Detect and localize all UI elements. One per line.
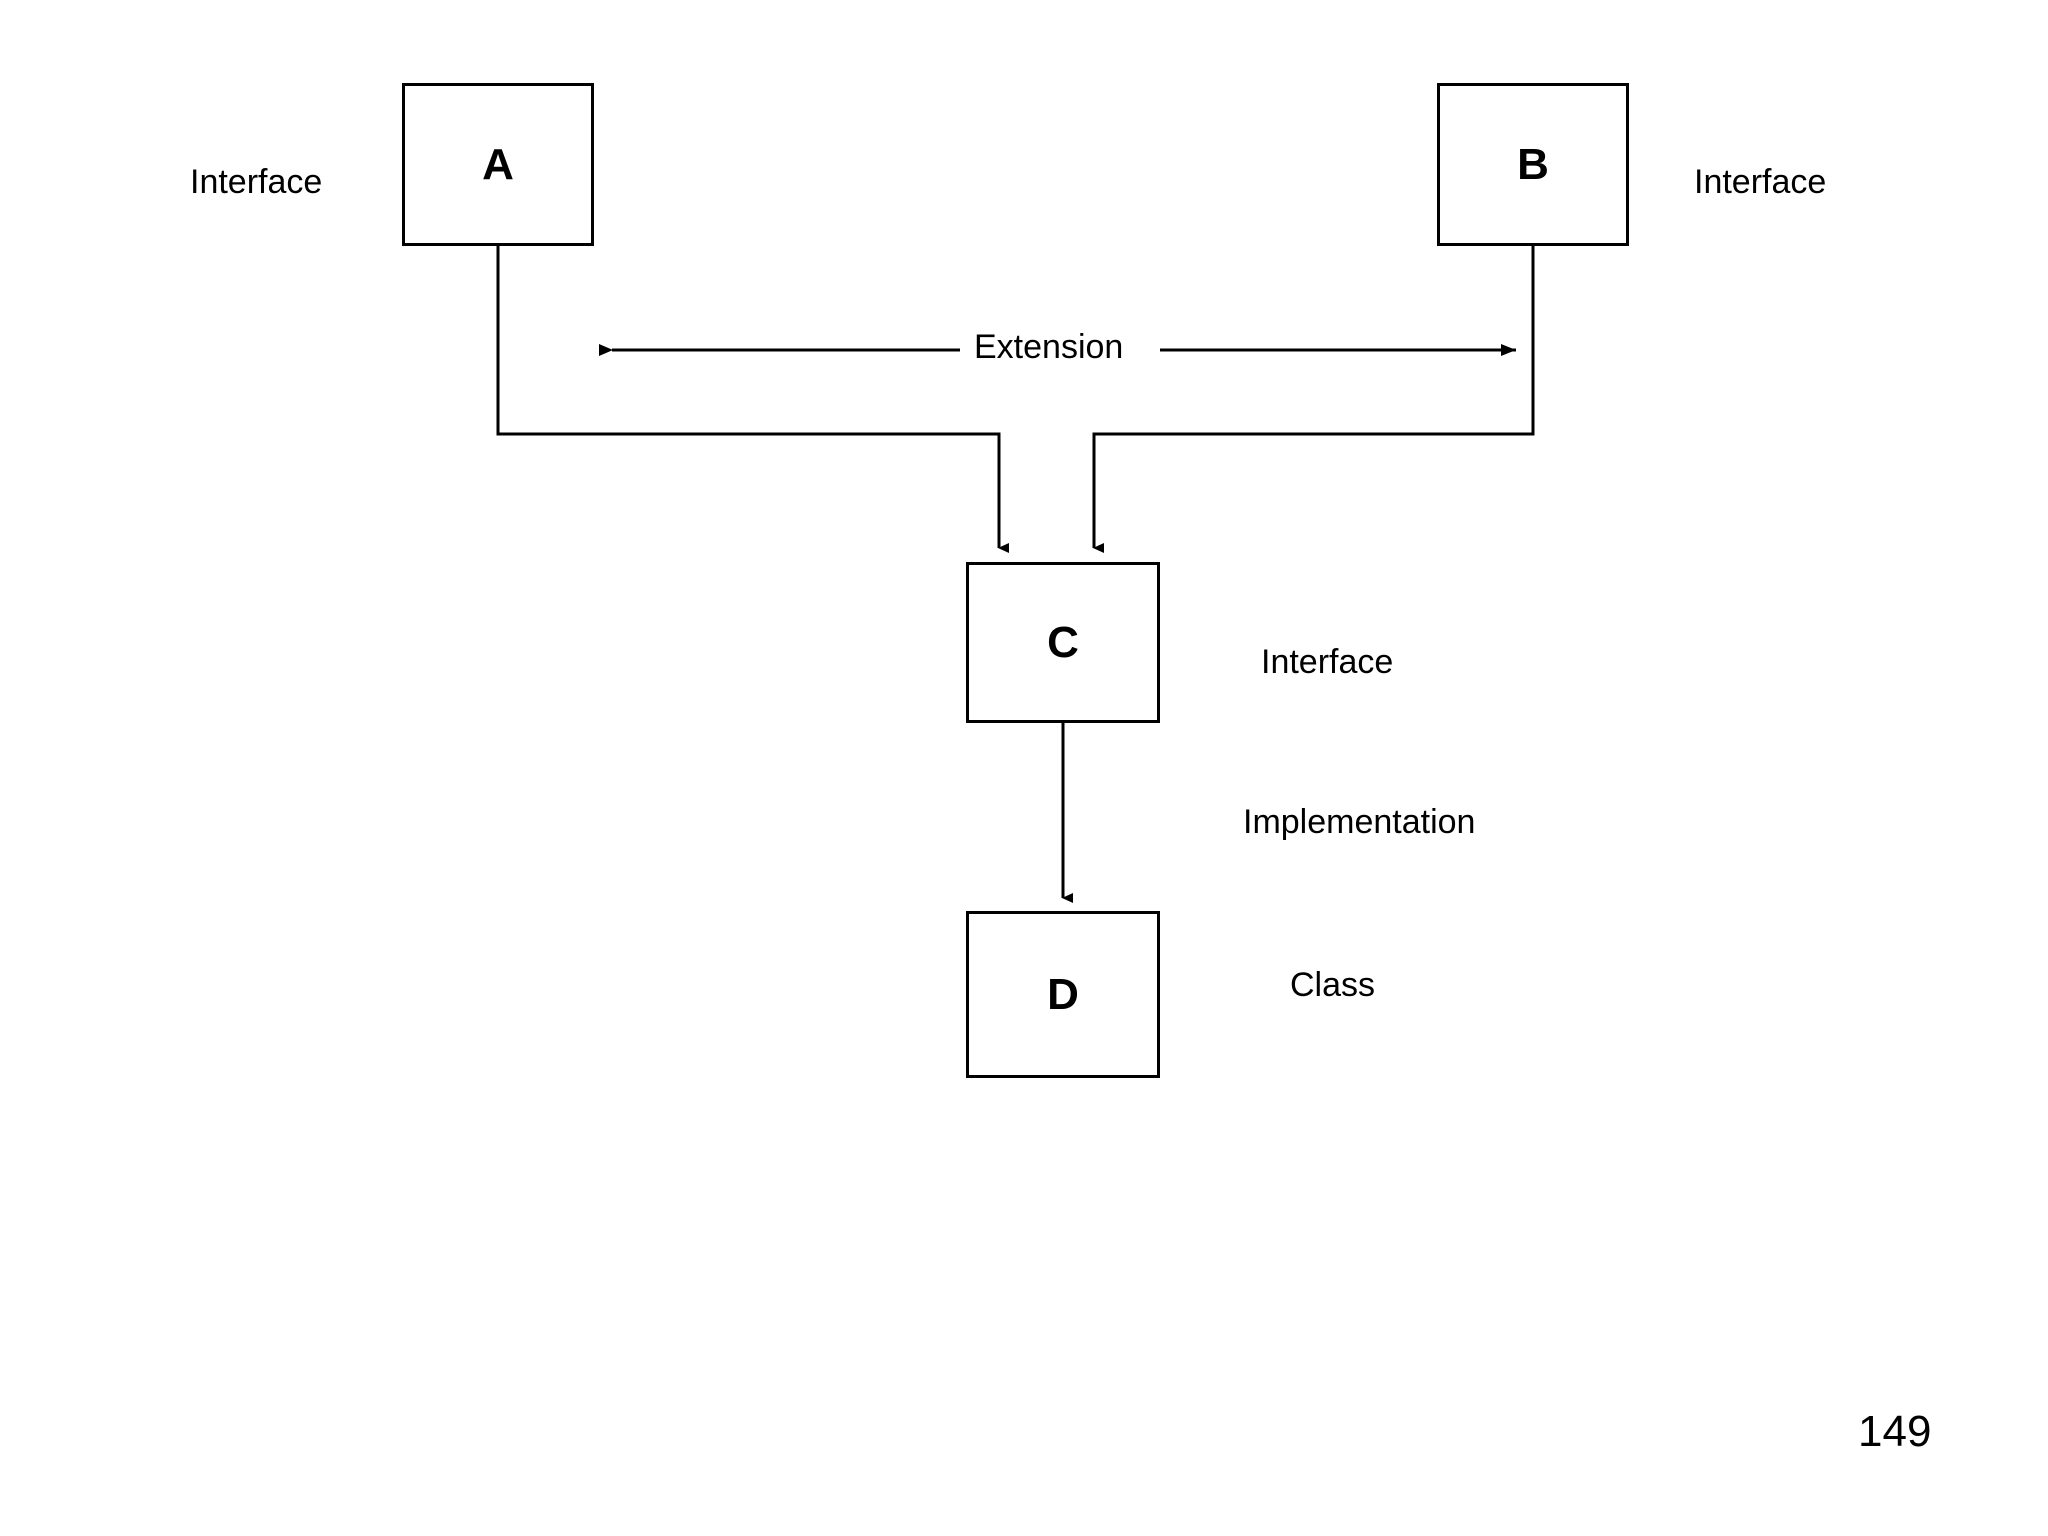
edge-a-to-c [496, 246, 1009, 553]
node-label-d: D [1047, 969, 1079, 1019]
node-box-b[interactable]: B [1437, 83, 1629, 246]
edge-label-extension: Extension [968, 330, 1130, 364]
node-label-c: C [1047, 617, 1079, 667]
edge-b-to-c [1092, 246, 1535, 553]
node-label-b: B [1517, 139, 1549, 189]
page-number: 149 [1858, 1407, 1932, 1456]
edge-label-implementation: Implementation [1243, 803, 1476, 841]
node-label-a: A [482, 139, 514, 189]
stereotype-label-d: Class [1290, 966, 1376, 1004]
stereotype-label-a: Interface [190, 163, 323, 201]
stereotype-label-c: Interface [1261, 643, 1394, 681]
stereotype-label-b: Interface [1694, 163, 1827, 201]
node-box-d[interactable]: D [966, 911, 1160, 1078]
node-box-c[interactable]: C [966, 562, 1160, 723]
node-box-a[interactable]: A [402, 83, 594, 246]
